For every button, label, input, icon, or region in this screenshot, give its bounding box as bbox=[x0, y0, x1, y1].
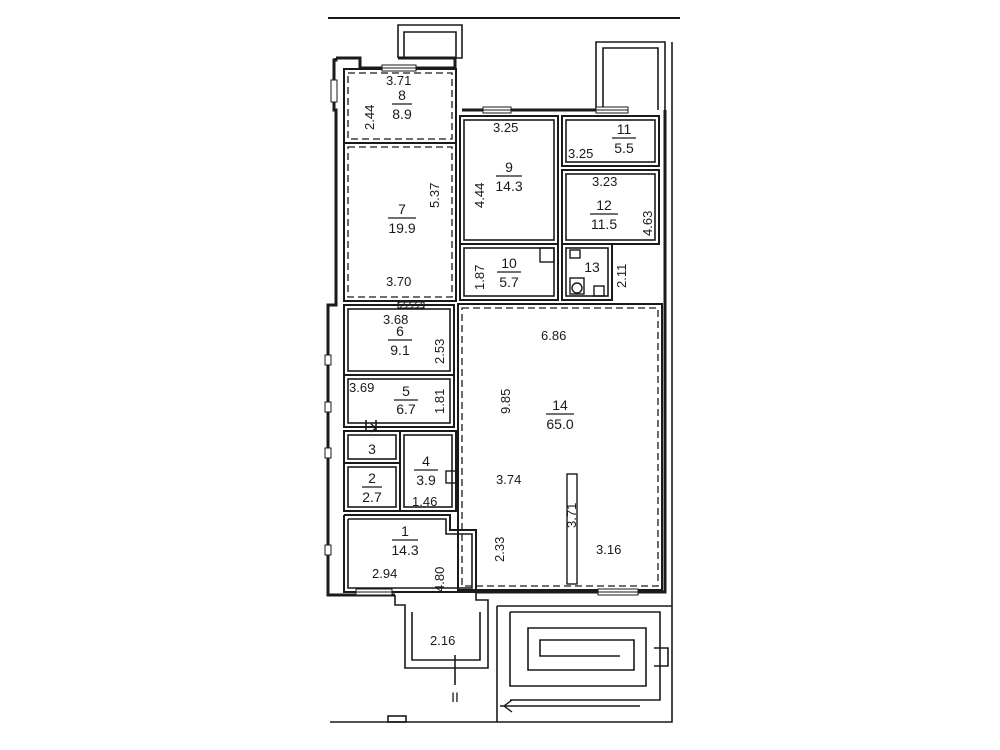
room-label-1: 1 14.3 bbox=[391, 523, 418, 558]
svg-text:5.7: 5.7 bbox=[499, 274, 519, 290]
dim-label: 5.37 bbox=[427, 183, 442, 208]
svg-text:19.9: 19.9 bbox=[388, 220, 415, 236]
svg-text:6.7: 6.7 bbox=[396, 401, 416, 417]
staircase bbox=[500, 611, 669, 713]
svg-text:II: II bbox=[451, 689, 459, 705]
dim-label: 3.25 bbox=[493, 120, 518, 135]
dim-label: 3.74 bbox=[496, 472, 521, 487]
room-label-6: 6 9.1 bbox=[388, 323, 412, 358]
dim-label: 3.25 bbox=[568, 146, 593, 161]
dim-label: 2.44 bbox=[362, 105, 377, 130]
svg-text:3: 3 bbox=[368, 441, 376, 457]
dim-label: 3.71 bbox=[564, 503, 579, 528]
room-5 bbox=[343, 374, 455, 428]
dim-label: 3.69 bbox=[349, 380, 374, 395]
dim-label: 6.86 bbox=[541, 328, 566, 343]
svg-text:11.5: 11.5 bbox=[591, 216, 617, 232]
dimension-labels: 3.71 2.44 3.25 4.44 3.25 3.23 4.63 5.37 … bbox=[349, 73, 655, 648]
svg-text:8.9: 8.9 bbox=[392, 106, 412, 122]
dim-label: 3.68 bbox=[383, 312, 408, 327]
dim-label: 1.87 bbox=[472, 265, 487, 290]
section-mark: II bbox=[451, 655, 459, 705]
svg-text:4: 4 bbox=[422, 453, 430, 469]
dim-label: 3.70 bbox=[386, 274, 411, 289]
dim-label: 1.81 bbox=[432, 389, 447, 414]
dim-label: 4.63 bbox=[640, 211, 655, 236]
svg-text:6: 6 bbox=[396, 323, 404, 339]
room-label-10: 10 5.7 bbox=[497, 255, 521, 290]
dim-label: 3.16 bbox=[596, 542, 621, 557]
room-label-9: 9 14.3 bbox=[495, 159, 522, 194]
dim-label: 2.11 bbox=[614, 264, 629, 288]
svg-text:5.5: 5.5 bbox=[614, 140, 634, 156]
room-14 bbox=[457, 303, 663, 591]
svg-text:65.0: 65.0 bbox=[546, 416, 573, 432]
dim-label: 4.44 bbox=[472, 183, 487, 208]
room-1 bbox=[343, 514, 477, 593]
room-4 bbox=[399, 430, 457, 512]
dim-label: 4.80 bbox=[432, 567, 447, 592]
dim-label: 2.16 bbox=[430, 633, 455, 648]
dim-label: 3.71 bbox=[386, 73, 411, 88]
svg-text:5: 5 bbox=[402, 383, 410, 399]
room-label-12: 12 11.5 bbox=[590, 197, 618, 232]
dim-label: 2.33 bbox=[492, 537, 507, 562]
room-7 bbox=[343, 142, 457, 302]
room-label-7: 7 19.9 bbox=[388, 201, 416, 236]
room-11 bbox=[561, 115, 660, 167]
svg-text:2.7: 2.7 bbox=[362, 489, 382, 505]
room-label-11: 11 5.5 bbox=[612, 121, 636, 156]
dim-label: 9.85 bbox=[498, 389, 513, 414]
svg-text:13: 13 bbox=[584, 259, 600, 275]
svg-text:11: 11 bbox=[617, 121, 632, 137]
svg-text:10: 10 bbox=[501, 255, 517, 271]
room-label-14: 14 65.0 bbox=[546, 397, 574, 432]
room-13 bbox=[561, 243, 613, 301]
dim-label: 2.53 bbox=[432, 339, 447, 364]
dim-label: 2.94 bbox=[372, 566, 397, 581]
room-label-3: 3 bbox=[368, 441, 376, 457]
room-label-5: 5 6.7 bbox=[394, 383, 418, 417]
room-10 bbox=[459, 243, 559, 301]
room-label-4: 4 3.9 bbox=[414, 453, 438, 488]
room-label-2: 2 2.7 bbox=[362, 470, 382, 505]
svg-text:3.9: 3.9 bbox=[416, 472, 436, 488]
svg-text:7: 7 bbox=[398, 201, 406, 217]
svg-text:14.3: 14.3 bbox=[495, 178, 522, 194]
room-label-13: 13 bbox=[584, 259, 600, 275]
dim-label: 1.46 bbox=[412, 494, 437, 509]
svg-text:14.3: 14.3 bbox=[391, 542, 418, 558]
windows bbox=[324, 64, 639, 596]
svg-text:9: 9 bbox=[505, 159, 513, 175]
svg-text:2: 2 bbox=[368, 470, 376, 486]
svg-text:1: 1 bbox=[401, 523, 409, 539]
svg-text:9.1: 9.1 bbox=[390, 342, 410, 358]
svg-text:12: 12 bbox=[596, 197, 612, 213]
room-label-8: 8 8.9 bbox=[392, 87, 412, 122]
dim-label: 3.23 bbox=[592, 174, 617, 189]
svg-text:14: 14 bbox=[552, 397, 568, 413]
svg-text:8: 8 bbox=[398, 87, 406, 103]
